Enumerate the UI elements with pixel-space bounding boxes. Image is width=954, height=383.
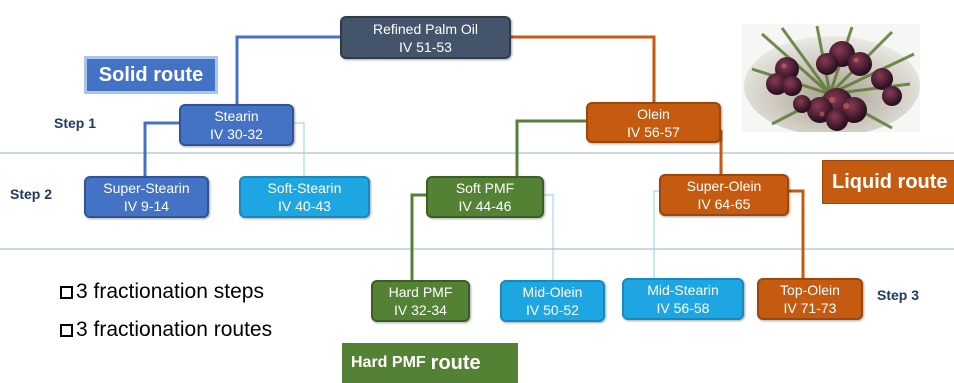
- soft-pmf-box: Soft PMF IV 44-46: [426, 176, 544, 218]
- liquid-route-label: Liquid route: [822, 160, 954, 204]
- connector-olein-soft-pmf: [515, 119, 586, 176]
- super-olein-box: Super-Olein IV 64-65: [659, 174, 789, 216]
- super-stearin-name: Super-Stearin: [103, 180, 190, 196]
- soft-pmf-name: Soft PMF: [455, 180, 515, 196]
- bullet-steps: 3 fractionation steps: [60, 280, 264, 304]
- connector-soft-pmf-mid-olein: [544, 194, 554, 280]
- palm-fruit-image: [742, 24, 920, 132]
- refined-palm-oil-name: Refined Palm Oil: [372, 20, 479, 37]
- connector-super-olein-mid-stearin: [653, 190, 659, 278]
- connector-stearin-soft-stearin: [294, 122, 305, 176]
- connector-super-olein-top-olein: [789, 189, 805, 278]
- soft-pmf-iv: IV 44-46: [458, 198, 512, 214]
- mid-olein-box: Mid-Olein IV 50-52: [500, 280, 605, 322]
- refined-palm-oil-iv: IV 51-53: [399, 38, 452, 55]
- mid-stearin-name: Mid-Stearin: [647, 282, 719, 298]
- hard-pmf-name: Hard PMF: [388, 284, 453, 300]
- hard-pmf-iv: IV 32-34: [394, 302, 447, 318]
- olein-name: Olein: [637, 105, 670, 122]
- super-olein-iv: IV 64-65: [697, 196, 751, 212]
- hard-pmf-box: Hard PMF IV 32-34: [371, 280, 470, 322]
- palm-fruit-illustration: [742, 24, 920, 132]
- connector-stearin-super-stearin: [143, 121, 179, 176]
- olein-box: Olein IV 56-57: [586, 102, 721, 143]
- mid-olein-iv: IV 50-52: [526, 302, 579, 318]
- checkbox-icon: [60, 285, 73, 299]
- step-2-label: Step 2: [10, 186, 53, 202]
- connector-root-stearin: [235, 35, 340, 106]
- refined-palm-oil-box: Refined Palm Oil IV 51-53: [340, 16, 511, 59]
- hard-pmf-route-suffix: route: [430, 351, 481, 374]
- soft-stearin-name: Soft-Stearin: [267, 180, 342, 196]
- mid-olein-name: Mid-Olein: [522, 284, 583, 300]
- solid-route-text: Solid route: [98, 63, 204, 86]
- olein-iv: IV 56-57: [627, 123, 680, 140]
- super-stearin-box: Super-Stearin IV 9-14: [84, 176, 209, 218]
- super-stearin-iv: IV 9-14: [123, 198, 170, 214]
- soft-stearin-iv: IV 40-43: [278, 198, 331, 214]
- top-olein-iv: IV 71-73: [783, 300, 837, 316]
- top-olein-name: Top-Olein: [780, 282, 840, 298]
- mid-stearin-box: Mid-Stearin IV 56-58: [622, 278, 744, 320]
- step-1-label: Step 1: [54, 115, 97, 131]
- stearin-name: Stearin: [214, 108, 259, 124]
- super-olein-name: Super-Olein: [686, 178, 762, 194]
- connector-soft-pmf-hard-pmf: [410, 193, 426, 280]
- connector-root-olein: [511, 35, 656, 104]
- step-3-label: Step 3: [877, 287, 920, 303]
- mid-stearin-iv: IV 56-58: [656, 300, 710, 316]
- bullet-routes: 3 fractionation routes: [60, 318, 272, 342]
- bullet-steps-text: 3 fractionation steps: [76, 280, 264, 303]
- bullet-routes-text: 3 fractionation routes: [76, 318, 273, 341]
- hard-pmf-route-label: Hard PMF route: [342, 343, 518, 383]
- soft-stearin-box: Soft-Stearin IV 40-43: [239, 176, 370, 218]
- top-olein-box: Top-Olein IV 71-73: [757, 278, 863, 320]
- checkbox-icon: [60, 323, 73, 337]
- stearin-iv: IV 30-32: [210, 126, 263, 142]
- hard-pmf-route-prefix: Hard PMF: [351, 354, 426, 371]
- stearin-box: Stearin IV 30-32: [179, 104, 294, 146]
- liquid-route-text: Liquid route: [832, 170, 948, 193]
- solid-route-label: Solid route: [84, 56, 218, 94]
